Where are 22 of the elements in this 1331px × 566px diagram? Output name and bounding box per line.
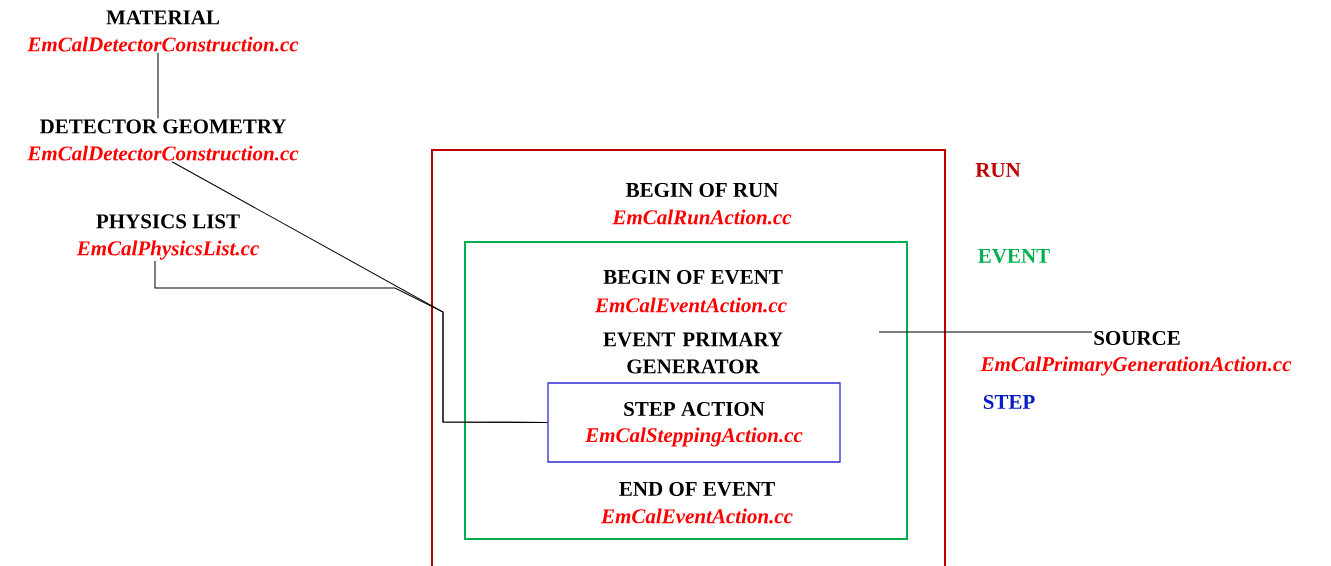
- file-name: EmCalPhysicsList.cc: [76, 240, 259, 260]
- file-name: EmCalDetectorConstruction.cc: [27, 145, 299, 161]
- connector-line: [157, 52, 159, 119]
- level-label: EVENT: [978, 248, 1050, 264]
- level-label: STEP: [983, 394, 1035, 410]
- stage-title: BEGIN OF EVENT: [603, 269, 783, 285]
- stage-title: PHYSICS LIST: [96, 214, 240, 229]
- stage-title: SOURCE: [1094, 330, 1180, 346]
- stage-title: END OF EVENT: [619, 481, 775, 497]
- stage-title: BEGIN OF RUN: [625, 182, 779, 198]
- connector-line: [878, 331, 1093, 333]
- stage-title: EVENT PRIMARY GENERATOR: [603, 332, 783, 374]
- file-name: EmCalRunAction.cc: [612, 209, 792, 225]
- file-name: EmCalPrimaryGenerationAction.cc: [980, 356, 1292, 376]
- file-name: EmCalDetectorConstruction.cc: [27, 36, 299, 52]
- file-name: EmCalEventAction.cc: [594, 297, 787, 313]
- connector-line: [154, 260, 548, 423]
- step-box: STEP ACTION EmCalSteppingAction.cc: [547, 382, 841, 463]
- stage-title: DETECTOR GEOMETRY: [39, 119, 286, 134]
- file-name: EmCalEventAction.cc: [600, 508, 793, 524]
- stage-title: MATERIAL: [106, 10, 220, 25]
- level-label: RUN: [975, 163, 1021, 177]
